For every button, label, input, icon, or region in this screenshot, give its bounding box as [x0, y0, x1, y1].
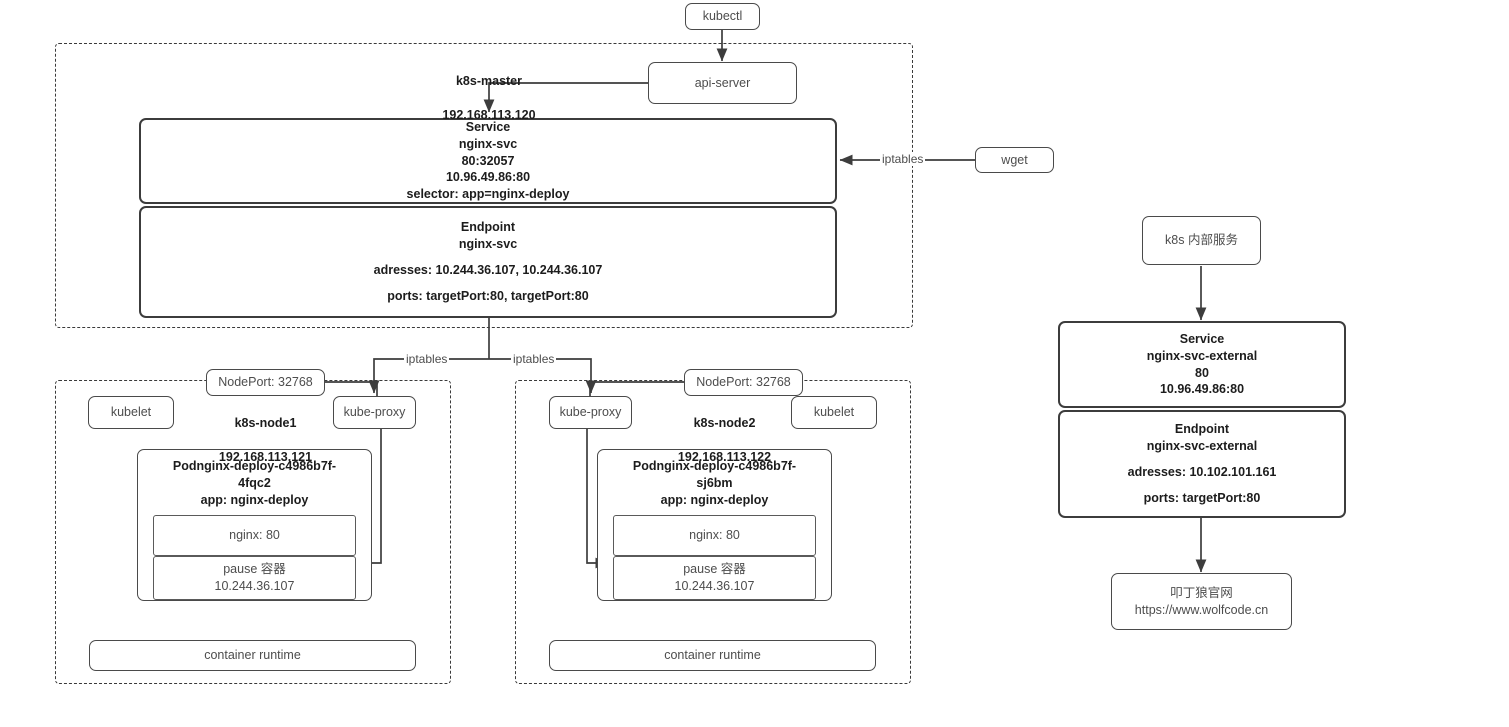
- node2-nodeport-label: NodePort: 32768: [696, 375, 791, 390]
- node1-pause-container[interactable]: pause 容器 10.244.36.107: [153, 555, 356, 600]
- node1-pod-name-line2: 4fqc2: [238, 475, 271, 490]
- internal-service-caller-box[interactable]: k8s 内部服务: [1142, 216, 1261, 265]
- node1-kube-proxy-label: kube-proxy: [343, 405, 406, 420]
- node1-kube-proxy-box[interactable]: kube-proxy: [333, 396, 416, 429]
- kubectl-box[interactable]: kubectl: [685, 3, 760, 30]
- endpoint-nginx-svc-external-box[interactable]: Endpoint nginx-svc-external adresses: 10…: [1058, 410, 1346, 518]
- k8s-node2-name: k8s-node2: [693, 415, 756, 430]
- k8s-master-ip: 192.168.113.120: [442, 107, 536, 122]
- endpoint-external-name: nginx-svc-external: [1146, 439, 1258, 454]
- service-cluster-ip: 10.96.49.86:80: [445, 170, 531, 185]
- node2-container-nginx-label: nginx: 80: [689, 527, 740, 542]
- service-external-cluster-ip: 10.96.49.86:80: [1159, 382, 1245, 397]
- external-website-box[interactable]: 叩丁狼官网 https://www.wolfcode.cn: [1111, 573, 1292, 630]
- endpoint-name: nginx-svc: [458, 237, 518, 252]
- api-server-label: api-server: [694, 75, 751, 90]
- endpoint-external-ports: ports: targetPort:80: [1143, 490, 1261, 505]
- node1-pod-name-line1: Podnginx-deploy-c4986b7f-: [172, 459, 337, 473]
- endpoint-external-kind: Endpoint: [1174, 422, 1230, 437]
- node1-container-nginx[interactable]: nginx: 80: [153, 514, 356, 556]
- k8s-master-name: k8s-master: [455, 73, 522, 88]
- node2-pod-name-line1: Podnginx-deploy-c4986b7f-: [632, 459, 797, 473]
- node1-kubelet-label: kubelet: [110, 405, 152, 420]
- node2-kube-proxy-box[interactable]: kube-proxy: [549, 396, 632, 429]
- endpoint-external-addresses: adresses: 10.102.101.161: [1127, 465, 1277, 479]
- node2-nodeport-box[interactable]: NodePort: 32768: [684, 369, 803, 396]
- internal-service-caller-label: k8s 内部服务: [1165, 233, 1238, 248]
- iptables-label-left: iptables: [404, 352, 450, 366]
- endpoint-addresses: adresses: 10.244.36.107, 10.244.36.107: [373, 263, 603, 277]
- k8s-node1-name: k8s-node1: [234, 415, 297, 430]
- node2-pod-box[interactable]: Podnginx-deploy-c4986b7f- sj6bm app: ngi…: [597, 449, 832, 601]
- iptables-label-right: iptables: [511, 352, 557, 366]
- node2-container-runtime-label: container runtime: [664, 648, 761, 663]
- service-kind: Service: [465, 119, 511, 134]
- service-nginx-svc-box[interactable]: Service nginx-svc 80:32057 10.96.49.86:8…: [139, 118, 837, 204]
- service-external-kind: Service: [1179, 331, 1225, 346]
- k8s-master-region: [55, 43, 913, 328]
- node2-pause-container[interactable]: pause 容器 10.244.36.107: [613, 555, 816, 600]
- service-selector: selector: app=nginx-deploy: [406, 187, 570, 202]
- external-website-name: 叩丁狼官网: [1170, 585, 1233, 600]
- node1-pod-app: app: nginx-deploy: [200, 492, 309, 507]
- service-external-name: nginx-svc-external: [1146, 348, 1258, 363]
- node2-pod-app: app: nginx-deploy: [660, 492, 769, 507]
- node1-container-nginx-label: nginx: 80: [229, 527, 280, 542]
- external-website-url: https://www.wolfcode.cn: [1134, 602, 1269, 617]
- node2-kube-proxy-label: kube-proxy: [559, 405, 622, 420]
- node2-pause-name: pause 容器: [683, 562, 746, 577]
- iptables-label-wget: iptables: [880, 152, 926, 166]
- node1-pause-ip: 10.244.36.107: [214, 578, 295, 593]
- node1-nodeport-label: NodePort: 32768: [218, 375, 313, 390]
- service-ports: 80:32057: [461, 153, 515, 168]
- node2-pod-name-line2: sj6bm: [696, 475, 733, 490]
- k8s-node1-label: k8s-node1 192.168.113.121: [178, 398, 353, 482]
- node2-container-nginx[interactable]: nginx: 80: [613, 514, 816, 556]
- service-external-port: 80: [1195, 365, 1209, 380]
- endpoint-ports: ports: targetPort:80, targetPort:80: [387, 288, 589, 303]
- wget-box[interactable]: wget: [975, 147, 1054, 173]
- node2-kubelet-box[interactable]: kubelet: [791, 396, 877, 429]
- node1-kubelet-box[interactable]: kubelet: [88, 396, 174, 429]
- api-server-box[interactable]: api-server: [648, 62, 797, 104]
- node2-kubelet-label: kubelet: [813, 405, 855, 420]
- service-nginx-svc-external-box[interactable]: Service nginx-svc-external 80 10.96.49.8…: [1058, 321, 1346, 408]
- k8s-node1-ip: 192.168.113.121: [218, 449, 313, 464]
- node1-pod-box[interactable]: Podnginx-deploy-c4986b7f- 4fqc2 app: ngi…: [137, 449, 372, 601]
- node1-nodeport-box[interactable]: NodePort: 32768: [206, 369, 325, 396]
- node1-container-runtime-box[interactable]: container runtime: [89, 640, 416, 671]
- wget-label: wget: [1001, 152, 1028, 167]
- k8s-node2-label: k8s-node2 192.168.113.122: [637, 398, 812, 482]
- k8s-master-label: k8s-master 192.168.113.120: [404, 56, 574, 140]
- kubectl-label: kubectl: [702, 9, 743, 24]
- endpoint-kind: Endpoint: [460, 220, 516, 235]
- node2-container-runtime-box[interactable]: container runtime: [549, 640, 876, 671]
- endpoint-nginx-svc-box[interactable]: Endpoint nginx-svc adresses: 10.244.36.1…: [139, 206, 837, 318]
- k8s-node2-ip: 192.168.113.122: [677, 449, 772, 464]
- node1-pause-name: pause 容器: [223, 562, 286, 577]
- node1-container-runtime-label: container runtime: [204, 648, 301, 663]
- node2-pause-ip: 10.244.36.107: [674, 578, 755, 593]
- service-name: nginx-svc: [458, 136, 518, 151]
